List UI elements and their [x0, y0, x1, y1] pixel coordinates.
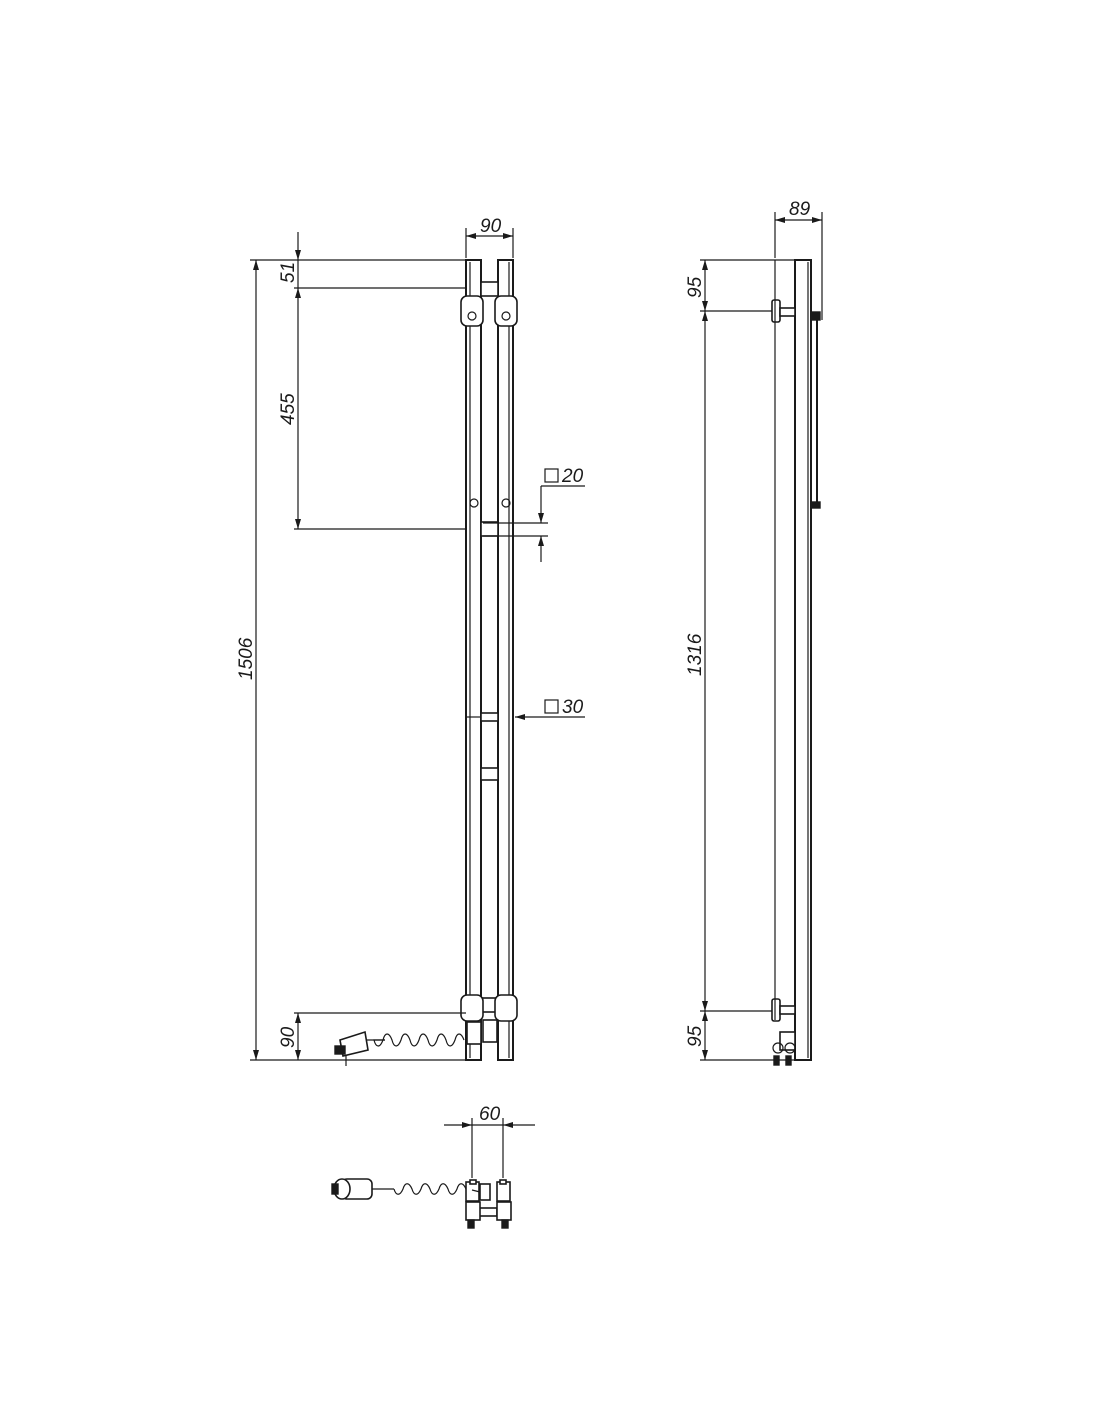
dim-side-1316: 1316 [685, 311, 708, 1011]
right-rail [497, 259, 514, 1061]
side-extension-lines [700, 259, 795, 1061]
plug [334, 1030, 369, 1066]
callout-profile-30: 30 [466, 697, 585, 720]
bottom-connector [471, 1183, 491, 1201]
dim-side-bottom-95: 95 [685, 1011, 708, 1060]
dim-label-width: 90 [480, 216, 502, 237]
dim-label-bottom-offset: 90 [278, 1026, 299, 1048]
left-rail [465, 259, 482, 1061]
dim-top-51: 51 [278, 232, 301, 288]
side-wall-brackets [771, 299, 796, 1022]
dim-label-profile-20: 20 [561, 466, 584, 487]
side-view: 89 95 1316 95 [685, 199, 823, 1066]
dim-label-top-offset: 51 [278, 262, 299, 283]
callout-profile-20: 20 [483, 466, 585, 562]
dim-label-side-top: 95 [685, 276, 706, 298]
dim-label-depth: 89 [789, 199, 811, 220]
dim-bottom-90: 90 [278, 1013, 301, 1060]
bottom-pipes [465, 1179, 512, 1229]
dim-label-pipe-spacing: 60 [479, 1104, 501, 1125]
side-rail [794, 259, 812, 1061]
bottom-brackets [460, 994, 518, 1022]
bottom-view: 60 [331, 1104, 535, 1229]
dim-label-total-height: 1506 [236, 637, 257, 680]
dim-side-top-95: 95 [685, 260, 708, 311]
dim-pipe-spacing-60: 60 [444, 1104, 535, 1178]
cross-bars [480, 281, 499, 1013]
dim-total-1506: 1506 [236, 260, 259, 1060]
dim-width-90: 90 [465, 216, 514, 258]
dim-label-side-mount: 1316 [685, 633, 706, 676]
side-front-bar [810, 311, 821, 509]
coiled-cable [365, 1033, 465, 1047]
bottom-coiled-cable [372, 1183, 467, 1195]
dim-label-mount-spacing: 455 [278, 393, 299, 425]
dim-label-profile-30: 30 [562, 697, 584, 718]
dim-mount-455: 455 [278, 288, 301, 529]
heating-element-connector [466, 1019, 498, 1045]
middle-mount-holes [469, 498, 511, 508]
dim-label-side-bottom: 95 [685, 1025, 706, 1047]
dim-extension-lines [250, 259, 466, 1061]
front-view: 90 51 455 1506 90 [236, 216, 585, 1066]
dim-depth-89: 89 [774, 199, 823, 320]
top-brackets [460, 295, 518, 327]
bottom-plug [331, 1178, 373, 1200]
